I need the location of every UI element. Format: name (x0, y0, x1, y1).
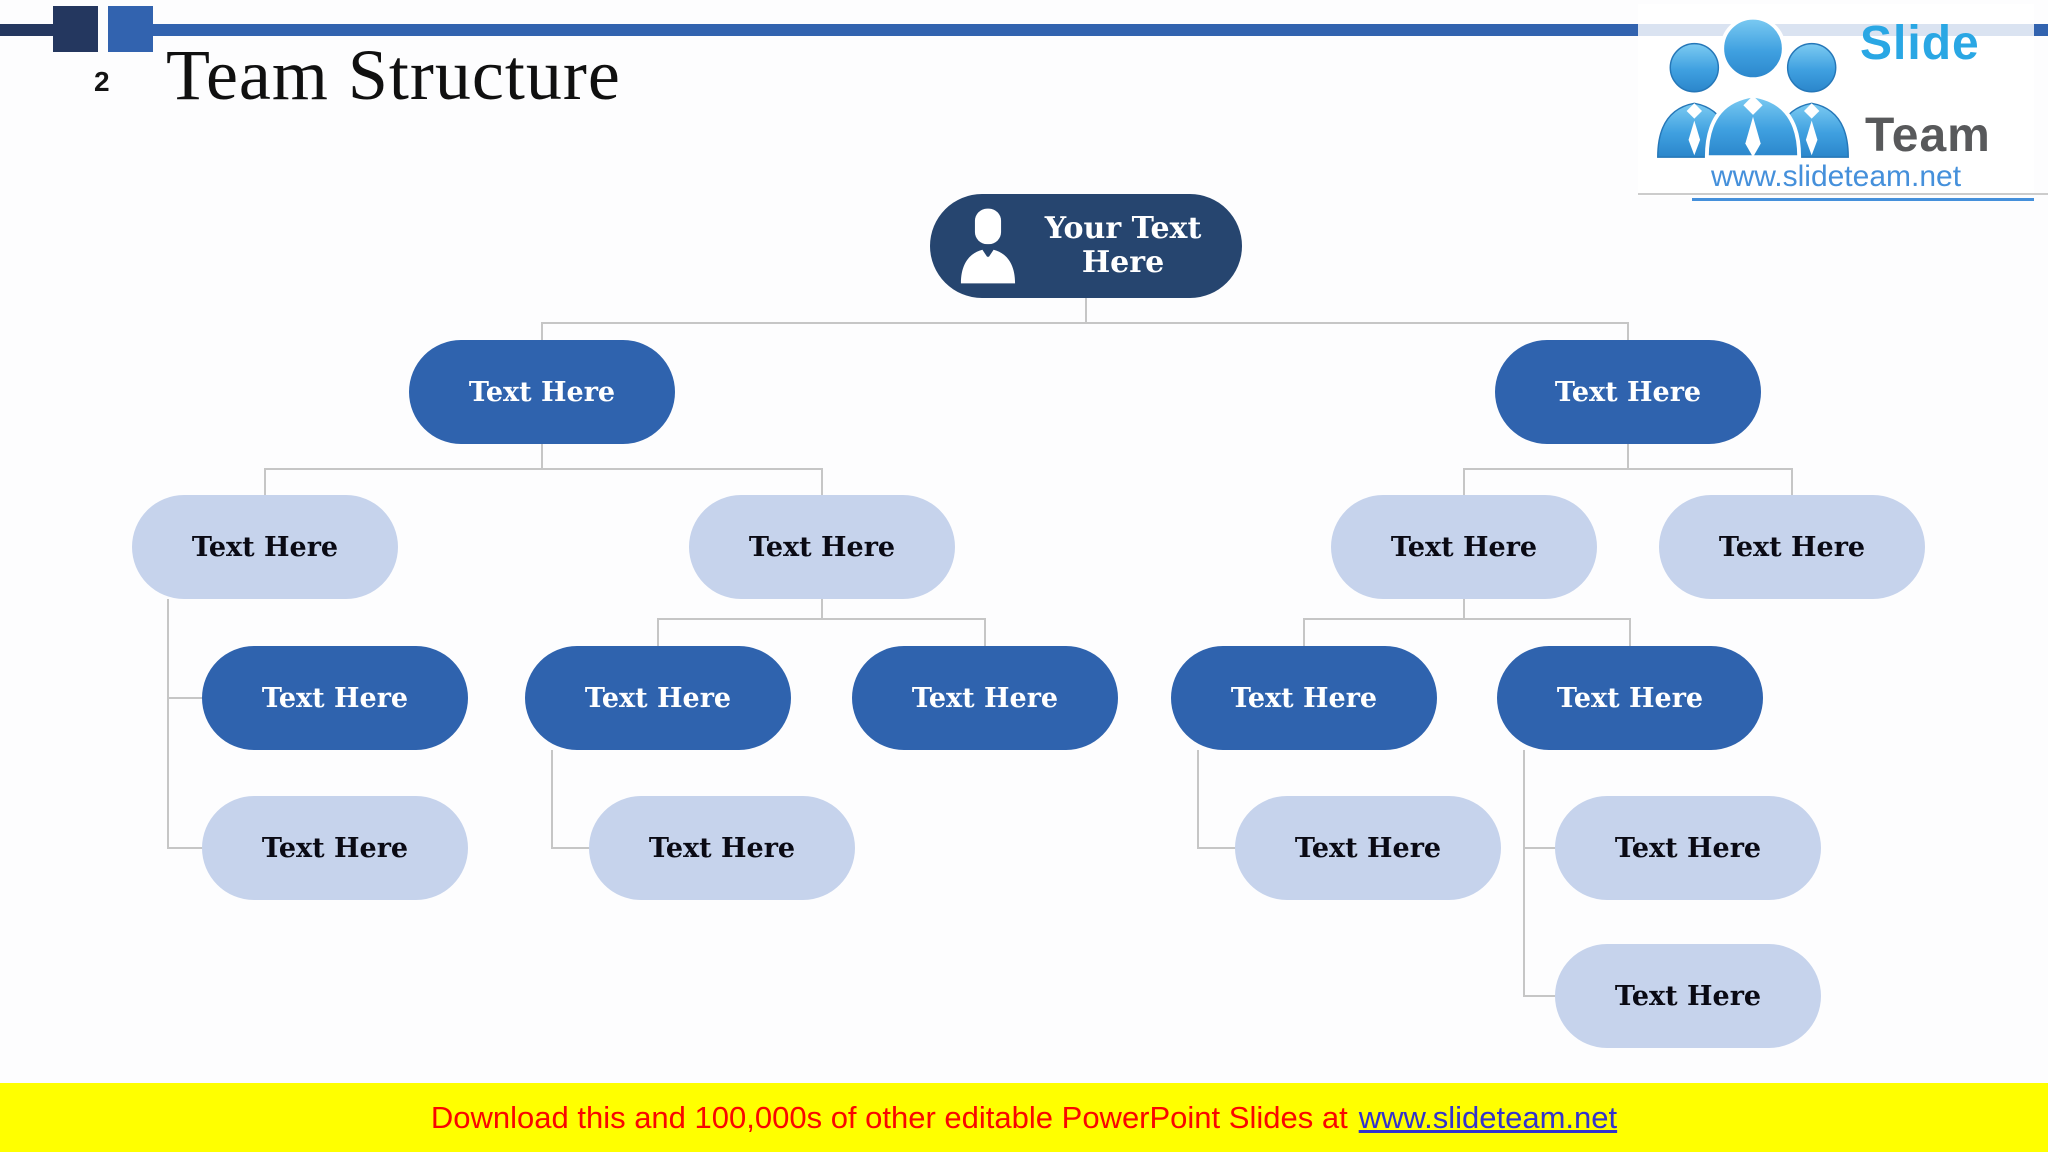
org-node-leaf-1[interactable]: Text Here (202, 796, 468, 900)
logo-brand-team: Team (1865, 109, 1991, 162)
connector-line (1523, 750, 1525, 997)
org-node-root[interactable]: Your Text Here (930, 194, 1242, 298)
connector-line (1627, 322, 1629, 342)
connector-line (541, 322, 543, 342)
connector-line (541, 322, 1629, 324)
connector-line (1523, 995, 1556, 997)
header-accent-square-dark (53, 6, 98, 52)
org-node-right-group-2[interactable]: Text Here (1659, 495, 1925, 599)
connector-line (984, 618, 986, 647)
connector-line (1627, 444, 1629, 469)
connector-line (541, 444, 543, 469)
org-node-left-group-1[interactable]: Text Here (132, 495, 398, 599)
connector-line (264, 468, 266, 496)
connector-line (1463, 468, 1465, 496)
org-node-branch-right[interactable]: Text Here (1495, 340, 1761, 444)
org-node-branch-left[interactable]: Text Here (409, 340, 675, 444)
connector-line (167, 697, 203, 699)
org-node-leaf-4[interactable]: Text Here (1555, 796, 1821, 900)
connector-line (1303, 618, 1631, 620)
header-accent-square-blue (108, 6, 153, 52)
banner-link[interactable]: www.slideteam.net (1358, 1099, 1618, 1135)
connector-line (551, 847, 590, 849)
connector-line (657, 618, 659, 647)
org-node-sub-2[interactable]: Text Here (525, 646, 791, 750)
connector-line (821, 599, 823, 619)
logo-url-underline (1692, 198, 2034, 201)
header-stripe-right (153, 24, 2048, 36)
org-node-sub-1[interactable]: Text Here (202, 646, 468, 750)
connector-line (1463, 599, 1465, 619)
page-title: Team Structure (166, 35, 621, 115)
org-node-right-group-1[interactable]: Text Here (1331, 495, 1597, 599)
person-icon (960, 208, 1016, 284)
connector-line (551, 750, 553, 849)
org-node-sub-5[interactable]: Text Here (1497, 646, 1763, 750)
connector-line (1197, 847, 1236, 849)
connector-line (167, 847, 203, 849)
org-node-leaf-3[interactable]: Text Here (1235, 796, 1501, 900)
org-node-label: Your Text Here (1044, 211, 1202, 280)
connector-line (1197, 750, 1199, 849)
org-node-leaf-5[interactable]: Text Here (1555, 944, 1821, 1048)
connector-line (1463, 468, 1793, 470)
connector-line (1085, 298, 1087, 323)
logo-brand-slide: Slide (1860, 17, 1980, 70)
org-node-sub-4[interactable]: Text Here (1171, 646, 1437, 750)
connector-line (821, 468, 823, 496)
header-stripe-left (0, 24, 54, 36)
connector-line (1629, 618, 1631, 647)
banner-text: Download this and 100,000s of other edit… (430, 1099, 1348, 1135)
org-node-leaf-2[interactable]: Text Here (589, 796, 855, 900)
connector-line (1303, 618, 1305, 647)
org-node-sub-3[interactable]: Text Here (852, 646, 1118, 750)
slide-number: 2 (94, 66, 110, 97)
connector-line (1791, 468, 1793, 496)
connector-line (167, 599, 169, 849)
org-node-left-group-2[interactable]: Text Here (689, 495, 955, 599)
download-banner: Download this and 100,000s of other edit… (0, 1083, 2048, 1152)
connector-line (264, 468, 823, 470)
connector-line (1523, 847, 1556, 849)
people-icon (1657, 15, 1849, 158)
connector-line (657, 618, 986, 620)
logo-url-link[interactable]: www.slideteam.net (1710, 160, 1962, 193)
logo-divider-line (1638, 193, 2048, 195)
slideteam-logo: Slide Team www.slideteam.net (1638, 4, 2034, 196)
